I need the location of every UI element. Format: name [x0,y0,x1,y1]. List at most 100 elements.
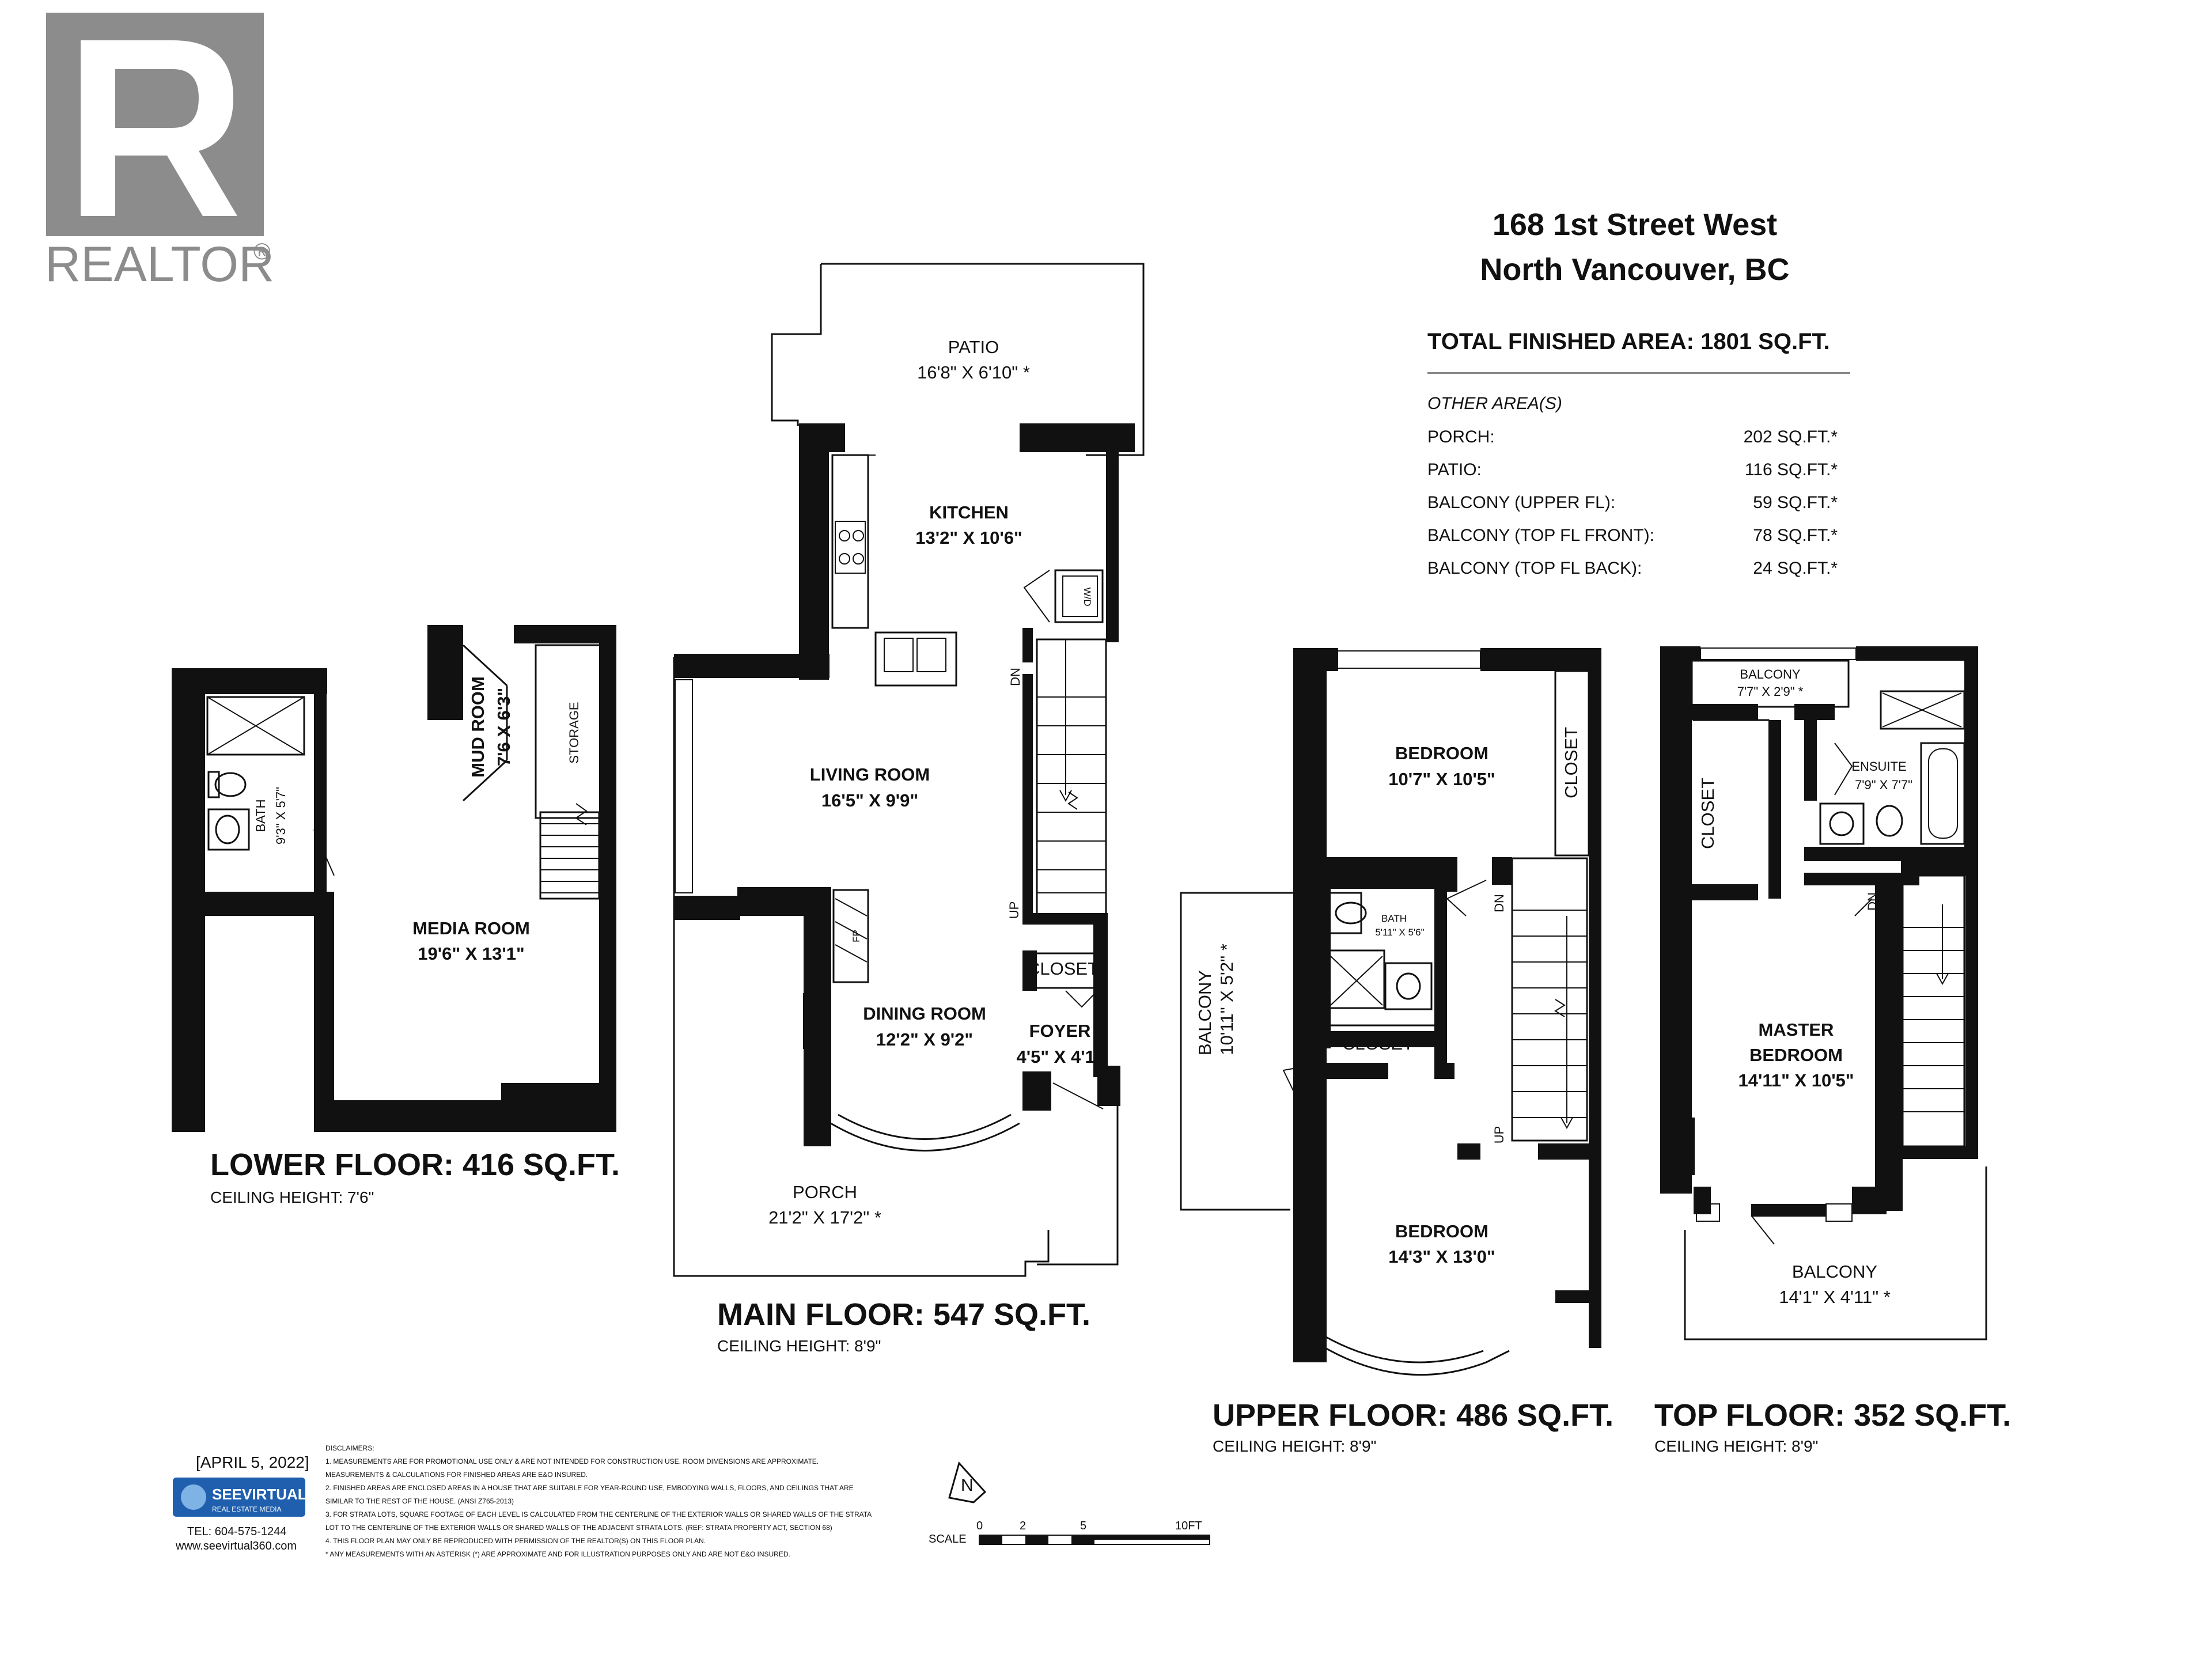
other-area-value: 24 SQ.FT.* [1753,559,1838,578]
closet-upper-1-label: CLOSET [1561,727,1581,798]
lower-floor-plan [172,625,616,1132]
seevirtual-brand: SEEVIRTUAL [212,1486,307,1503]
balcony-upper-label: BALCONY [1195,970,1215,1055]
room-label-mud-room: MUD ROOM [468,676,488,778]
room-label-kitchen: KITCHEN [929,502,1009,522]
room-dim-ensuite: 7'9" X 7'7" [1855,778,1912,792]
disclaimer-line: * ANY MEASUREMENTS WITH AN ASTERISK (*) … [325,1550,790,1558]
fireplace-label: FP [851,930,862,942]
room-dim-balcony-top-back: 7'7" X 2'9" * [1737,684,1804,699]
room-dim-bedroom-upper-1: 10'7" X 10'5" [1388,769,1495,789]
disclaimer-line: 1. MEASUREMENTS ARE FOR PROMOTIONAL USE … [325,1457,819,1465]
disclaimer-line: DISCLAIMERS: [325,1444,374,1452]
realtor-logo: REALTOR ® [45,13,274,292]
other-area-label: PORCH: [1427,427,1495,446]
total-finished-area: TOTAL FINISHED AREA: 1801 SQ.FT. [1427,329,1830,354]
seevirtual-logo: SEEVIRTUAL REAL ESTATE MEDIA [173,1478,307,1517]
room-dim-master: 14'11" X 10'5" [1738,1070,1854,1090]
seevirtual-tagline: REAL ESTATE MEDIA [212,1505,281,1513]
other-area-label: BALCONY (TOP FL FRONT): [1427,526,1654,545]
top-floor-title: TOP FLOOR: 352 SQ.FT. [1654,1398,2011,1433]
room-label-bedroom-upper-2: BEDROOM [1395,1221,1488,1241]
area-divider [1427,372,1850,374]
room-dim-bath-upper: 5'11" X 5'6" [1375,927,1424,938]
room-dim-porch: 21'2" X 17'2" * [768,1207,881,1228]
room-dim-bath-lower: 9'3" X 5'7" [274,787,288,844]
address-line-2: North Vancouver, BC [1480,252,1789,287]
room-label-balcony-top-back: BALCONY [1740,667,1800,681]
stairs-down-label: DN [1008,668,1022,686]
scale-tick: 2 [1020,1520,1026,1532]
scale-label: SCALE [929,1533,967,1546]
realtor-logo-registered: ® [253,239,270,264]
other-area-label: BALCONY (UPPER FL): [1427,493,1615,512]
scale-tick: 0 [976,1520,983,1532]
room-dim-mud-room: 7'6 X 6'3" [494,688,514,766]
room-label-bedroom-upper-1: BEDROOM [1395,743,1488,763]
stairs-up-label: UP [1007,902,1021,919]
other-area-value: 78 SQ.FT.* [1753,526,1838,545]
disclaimer-line: 2. FINISHED AREAS ARE ENCLOSED AREAS IN … [325,1484,854,1492]
room-dim-living-room: 16'5" X 9'9" [821,790,918,810]
room-label-foyer: FOYER [1029,1021,1091,1041]
main-floor-plan [673,263,1145,1277]
room-label-media-room: MEDIA ROOM [412,918,530,938]
other-area-value: 202 SQ.FT.* [1744,427,1838,446]
lower-floor-ceiling: CEILING HEIGHT: 7'6" [210,1188,374,1206]
room-dim-media-room: 19'6" X 13'1" [418,944,525,964]
room-label-patio: PATIO [948,337,999,357]
disclaimer-block: DISCLAIMERS: 1. MEASUREMENTS ARE FOR PRO… [325,1444,872,1558]
top-floor-plan [1660,646,1987,1340]
north-arrow-icon: N [948,1461,987,1503]
stairs-down-label: DN [1865,892,1880,911]
other-area-value: 59 SQ.FT.* [1753,493,1838,512]
room-dim-bedroom-upper-2: 14'3" X 13'0" [1388,1247,1495,1267]
scale-bar: SCALE 0 2 5 10FT [929,1520,1210,1546]
address-line-1: 168 1st Street West [1493,207,1777,242]
credit-tel: TEL: 604-575-1244 [187,1525,286,1538]
upper-floor-ceiling: CEILING HEIGHT: 8'9" [1213,1437,1376,1455]
other-areas-heading: OTHER AREA(S) [1427,394,1562,413]
lower-floor-title: LOWER FLOOR: 416 SQ.FT. [210,1147,620,1182]
north-label: N [961,1476,974,1495]
disclaimer-line: LOT TO THE CENTERLINE OF THE EXTERIOR WA… [325,1524,832,1532]
room-label-living-room: LIVING ROOM [810,764,930,785]
other-areas-list: PORCH: 202 SQ.FT.* PATIO: 116 SQ.FT.* BA… [1427,427,1838,578]
room-label-porch: PORCH [793,1182,857,1202]
room-label-storage: STORAGE [567,702,581,763]
main-floor-ceiling: CEILING HEIGHT: 8'9" [717,1337,881,1355]
room-label-balcony-top-front: BALCONY [1792,1262,1877,1282]
main-floor-title: MAIN FLOOR: 547 SQ.FT. [717,1297,1090,1332]
closet-main-label: CLOSET [1027,959,1099,979]
room-dim-dining-room: 12'2" X 9'2" [876,1029,973,1050]
stairs-up-label: UP [1492,1126,1506,1144]
disclaimer-line: SIMILAR TO THE REST OF THE HOUSE. (ANSI … [325,1497,514,1505]
disclaimer-line: 3. FOR STRATA LOTS, SQUARE FOOTAGE OF EA… [325,1510,872,1518]
room-label-bath-lower: BATH [253,799,268,832]
upper-floor-plan [1180,648,1601,1376]
room-label-master-2: BEDROOM [1749,1045,1843,1065]
top-floor-ceiling: CEILING HEIGHT: 8'9" [1654,1437,1818,1455]
stairs-down-label: DN [1492,894,1506,912]
upper-floor-title: UPPER FLOOR: 486 SQ.FT. [1213,1398,1613,1433]
scale-tick: 10FT [1175,1520,1202,1532]
room-label-dining-room: DINING ROOM [863,1003,986,1024]
other-area-label: PATIO: [1427,460,1482,479]
other-area-value: 116 SQ.FT.* [1745,460,1838,479]
closet-top-label: CLOSET [1698,778,1718,849]
room-dim-kitchen: 13'2" X 10'6" [915,528,1022,548]
room-dim-foyer: 4'5" X 4'1" [1016,1047,1103,1067]
room-label-bath-upper: BATH [1381,913,1407,924]
room-label-washer-dryer: W/D [1082,587,1093,606]
realtor-logo-text: REALTOR [45,237,274,292]
room-dim-balcony-top-front: 14'1" X 4'11" * [1779,1287,1891,1307]
room-label-master-1: MASTER [1759,1020,1834,1040]
disclaimer-line: 4. THIS FLOOR PLAN MAY ONLY BE REPRODUCE… [325,1537,706,1545]
credit-web: www.seevirtual360.com [175,1540,297,1552]
closet-upper-2-label: CLOSET [1342,1033,1414,1054]
room-label-ensuite: ENSUITE [1851,759,1906,774]
other-area-label: BALCONY (TOP FL BACK): [1427,559,1642,578]
plan-date: [APRIL 5, 2022] [196,1453,309,1471]
room-dim-patio: 16'8" X 6'10" * [917,362,1030,382]
